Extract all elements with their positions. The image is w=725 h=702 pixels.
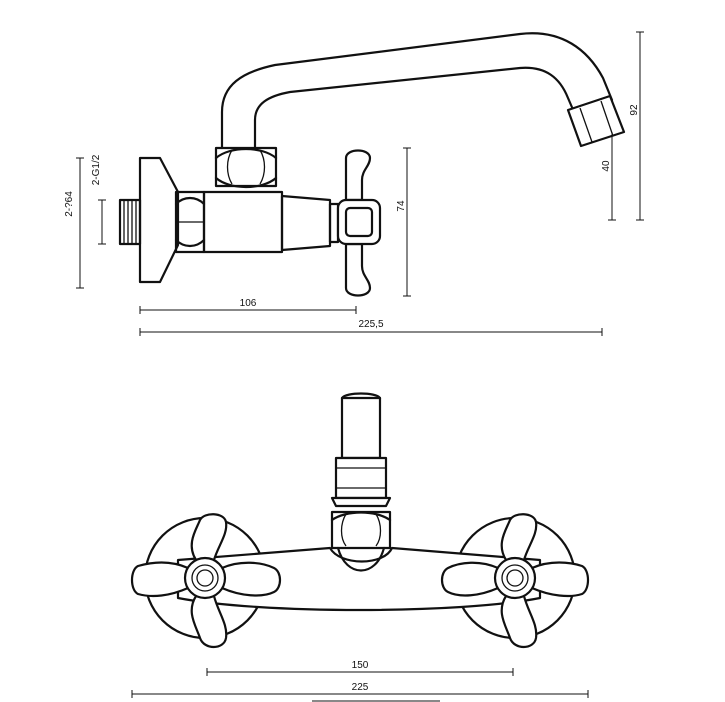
dim-flange: 2-?64	[64, 157, 84, 289]
left-cross-handle	[130, 513, 282, 649]
dim-flange-label: 2-?64	[64, 191, 75, 217]
dim-overall-height: 92	[629, 31, 644, 221]
valve-body	[202, 190, 340, 254]
right-handle-hub	[493, 556, 537, 600]
side-view: 2-?64 2-G1/2 74 40 92	[64, 31, 644, 336]
dim-center-distance-label: 150	[352, 660, 369, 671]
connector-nut	[174, 190, 206, 254]
dim-axis-to-body-label: 106	[240, 298, 257, 309]
wall-flange	[138, 156, 180, 284]
dim-handle-height-label: 74	[396, 200, 407, 212]
front-view: 150 225	[130, 392, 590, 702]
dim-spout-drop-label: 40	[601, 160, 612, 172]
dim-overall-length-label: 225,5	[358, 319, 383, 330]
dim-thread-label: 2-G1/2	[91, 154, 102, 185]
spout	[220, 32, 626, 150]
spout-front	[330, 392, 392, 508]
cross-handle-side	[336, 149, 382, 297]
dim-overall-height-label: 92	[629, 104, 640, 116]
dim-overall-length: 225,5	[139, 319, 603, 336]
dim-overall-width-label: 225	[352, 682, 369, 693]
central-nut	[330, 510, 392, 572]
swivel-nut	[214, 146, 278, 188]
right-cross-handle	[440, 513, 590, 649]
dim-overall-width: 225	[131, 682, 589, 698]
threaded-connector	[118, 198, 142, 246]
dim-axis-to-body: 106	[139, 298, 357, 314]
left-handle-hub	[183, 556, 227, 600]
dim-thread: 2-G1/2	[91, 154, 106, 245]
dim-spout-drop: 40	[601, 132, 616, 221]
dim-handle-height: 74	[396, 147, 411, 297]
dim-center-distance: 150	[206, 660, 514, 676]
